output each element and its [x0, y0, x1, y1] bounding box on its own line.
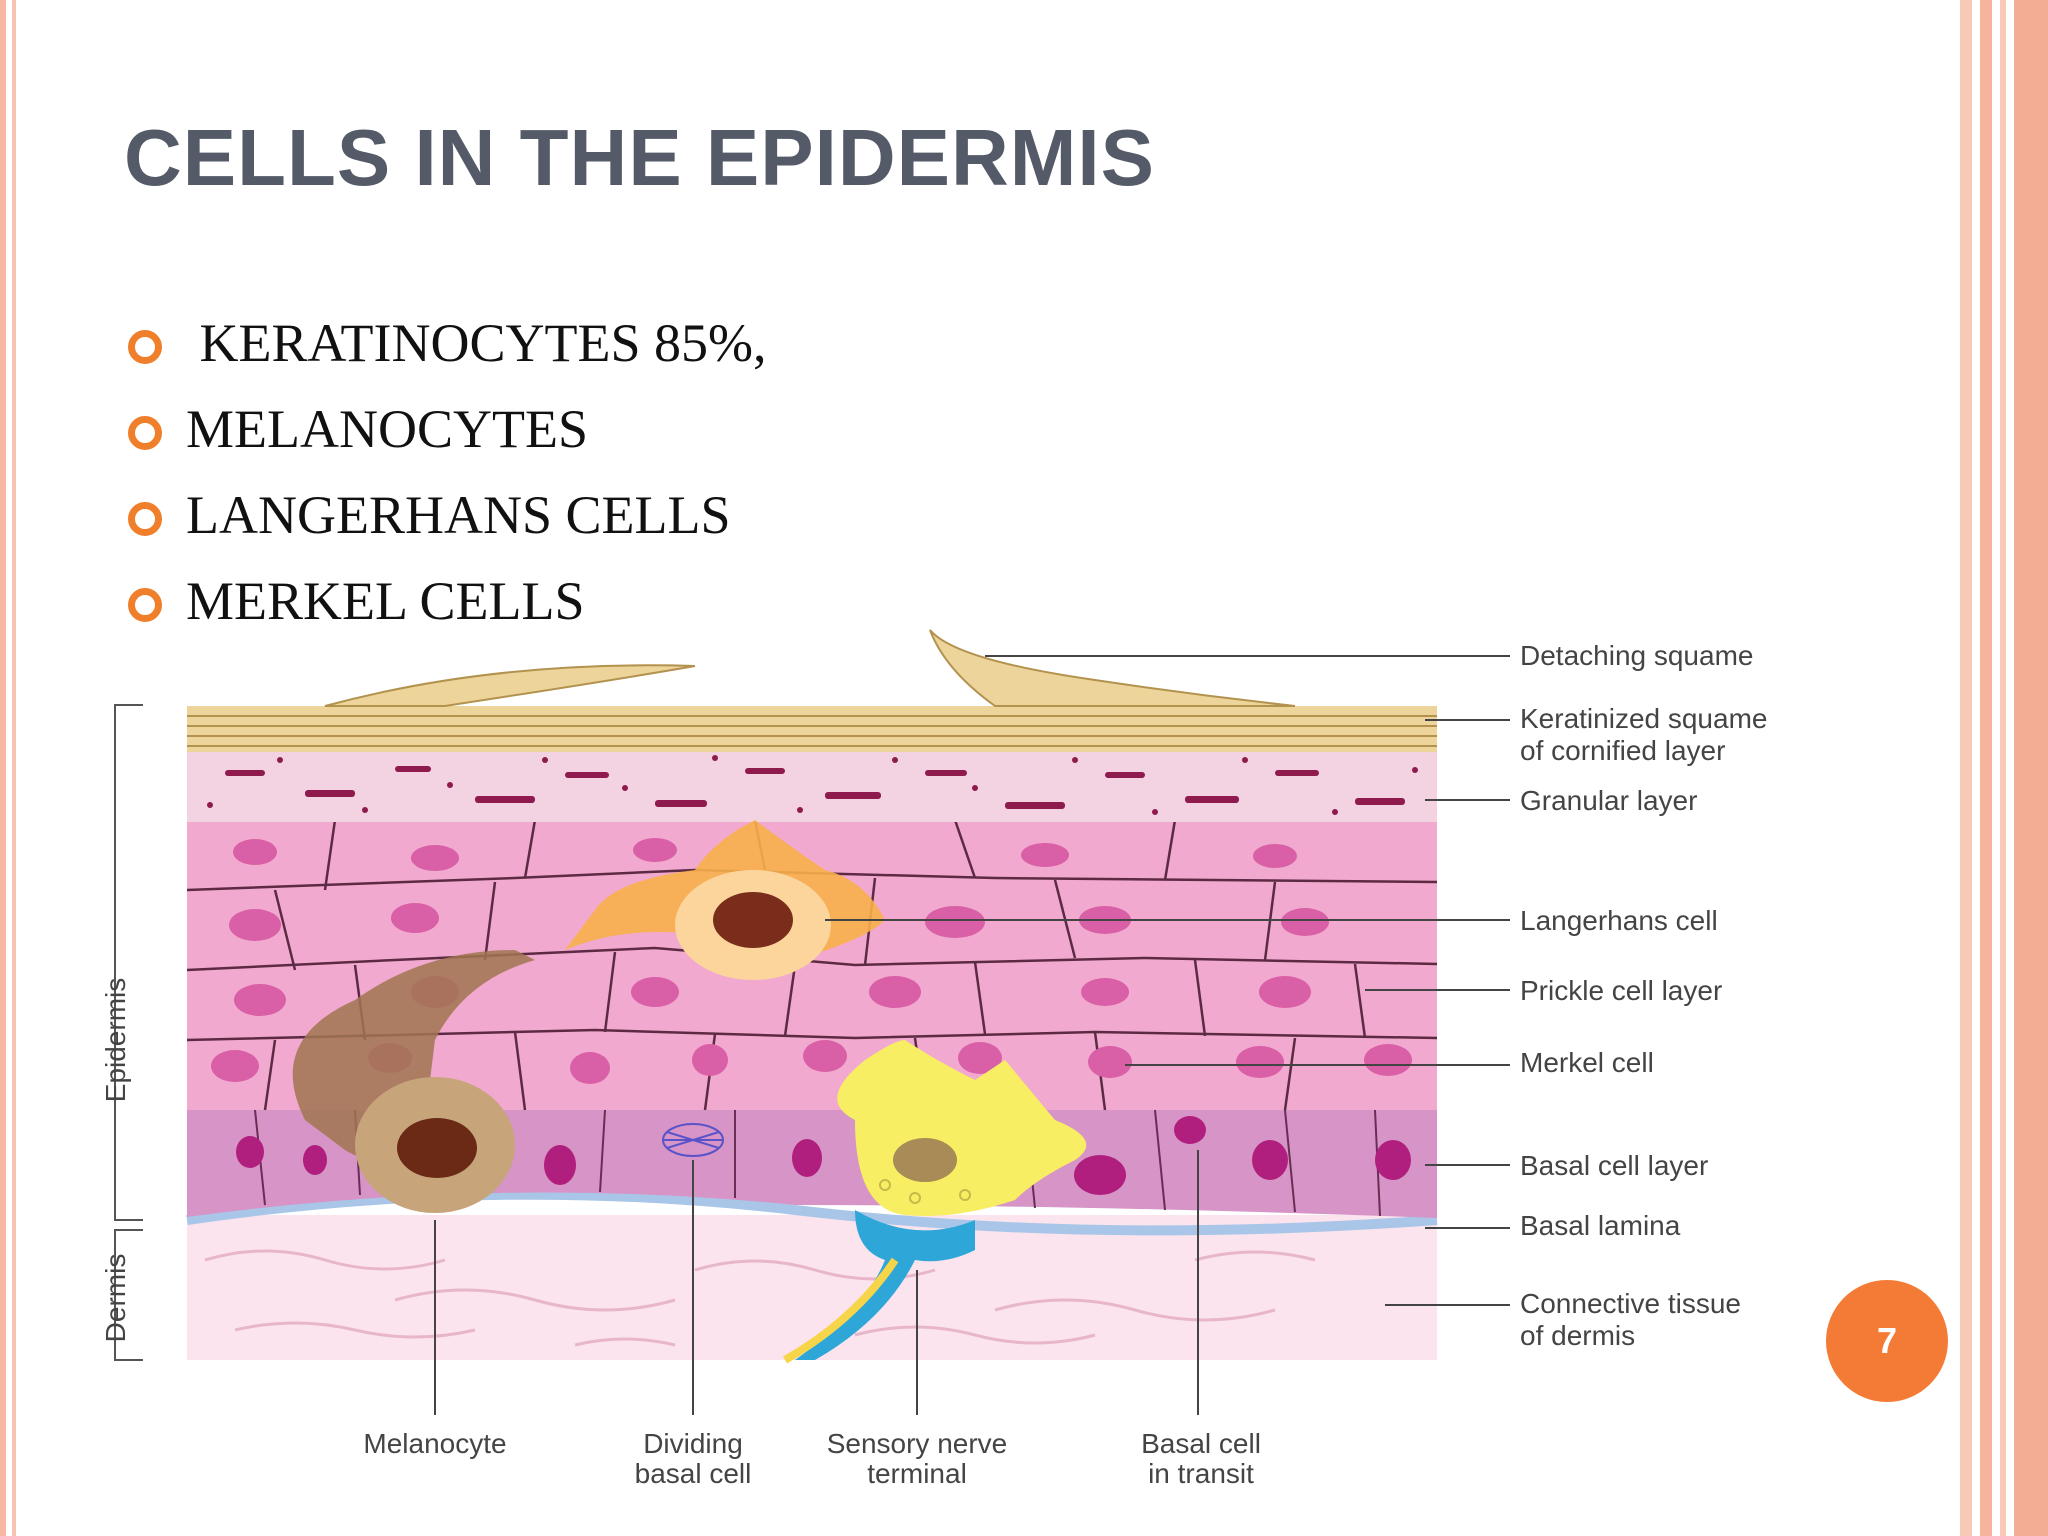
label-merkel-cell: Merkel cell — [1520, 1047, 1654, 1078]
label-detaching-squame: Detaching squame — [1520, 640, 1753, 671]
slide-border-left-inner — [12, 0, 16, 1536]
label-langerhans-cell: Langerhans cell — [1520, 905, 1718, 936]
slide-border-right-4 — [2014, 0, 2048, 1536]
right-leader-lines — [825, 655, 1510, 1306]
detaching-squame — [324, 664, 696, 707]
bottom-leader-lines — [434, 1150, 1199, 1415]
label-dividing: Dividing — [643, 1428, 743, 1459]
label-connective-tissue: Connective tissue — [1520, 1288, 1741, 1319]
epidermis-label: Epidermis — [100, 978, 131, 1102]
label-melanocyte: Melanocyte — [363, 1428, 506, 1459]
label-terminal: terminal — [867, 1458, 967, 1489]
bullet-text: MERKEL CELLS — [186, 571, 585, 631]
label-basal-lamina: Basal lamina — [1520, 1210, 1681, 1241]
slide-border-right-3 — [2000, 0, 2006, 1536]
bullet-text: LANGERHANS CELLS — [186, 485, 731, 545]
label-sensory-nerve: Sensory nerve — [827, 1428, 1008, 1459]
cornified-lines — [187, 715, 1437, 747]
bullet-ring-icon — [128, 416, 162, 450]
page-number-badge: 7 — [1826, 1280, 1948, 1402]
bullet-ring-icon — [128, 502, 162, 536]
label-basal-cell: basal cell — [635, 1458, 752, 1489]
bullet-text: MELANOCYTES — [186, 399, 588, 459]
epidermis-diagram: Epidermis Dermis Detaching squame Kerati… — [100, 629, 1767, 1489]
cornified-layer — [187, 706, 1437, 752]
langerhans-cell — [565, 820, 885, 980]
slide-border-right-2 — [1980, 0, 1992, 1536]
dividing-basal-cell — [662, 1123, 724, 1157]
label-in-transit: in transit — [1148, 1458, 1254, 1489]
bullet-ring-icon — [128, 588, 162, 622]
label-of-dermis: of dermis — [1520, 1320, 1635, 1351]
label-basal-cell-transit: Basal cell — [1141, 1428, 1261, 1459]
granular-layer — [187, 750, 1437, 822]
label-keratinized-squame: Keratinized squame — [1520, 703, 1767, 734]
prickle-nuclei — [211, 838, 1412, 1084]
slide-title: CELLS IN THE EPIDERMIS — [124, 113, 1155, 202]
detaching-squame-2 — [929, 629, 1296, 707]
label-cornified-layer: of cornified layer — [1520, 735, 1725, 766]
merkel-cell — [837, 1040, 1087, 1216]
epidermis-bracket — [114, 704, 143, 1361]
bullet-ring-icon — [128, 330, 162, 364]
sensory-nerve-terminal — [783, 1210, 975, 1364]
label-prickle-cell-layer: Prickle cell layer — [1520, 975, 1722, 1006]
bullet-text: KERATINOCYTES 85%, — [186, 313, 767, 373]
slide-border-left — [0, 0, 6, 1536]
melanocyte-cell — [292, 950, 535, 1213]
label-granular-layer: Granular layer — [1520, 785, 1697, 816]
granular-granules — [207, 755, 1418, 815]
slide-border-right-1 — [1960, 0, 1972, 1536]
label-basal-cell-layer: Basal cell layer — [1520, 1150, 1708, 1181]
dermis-label: Dermis — [100, 1254, 131, 1343]
